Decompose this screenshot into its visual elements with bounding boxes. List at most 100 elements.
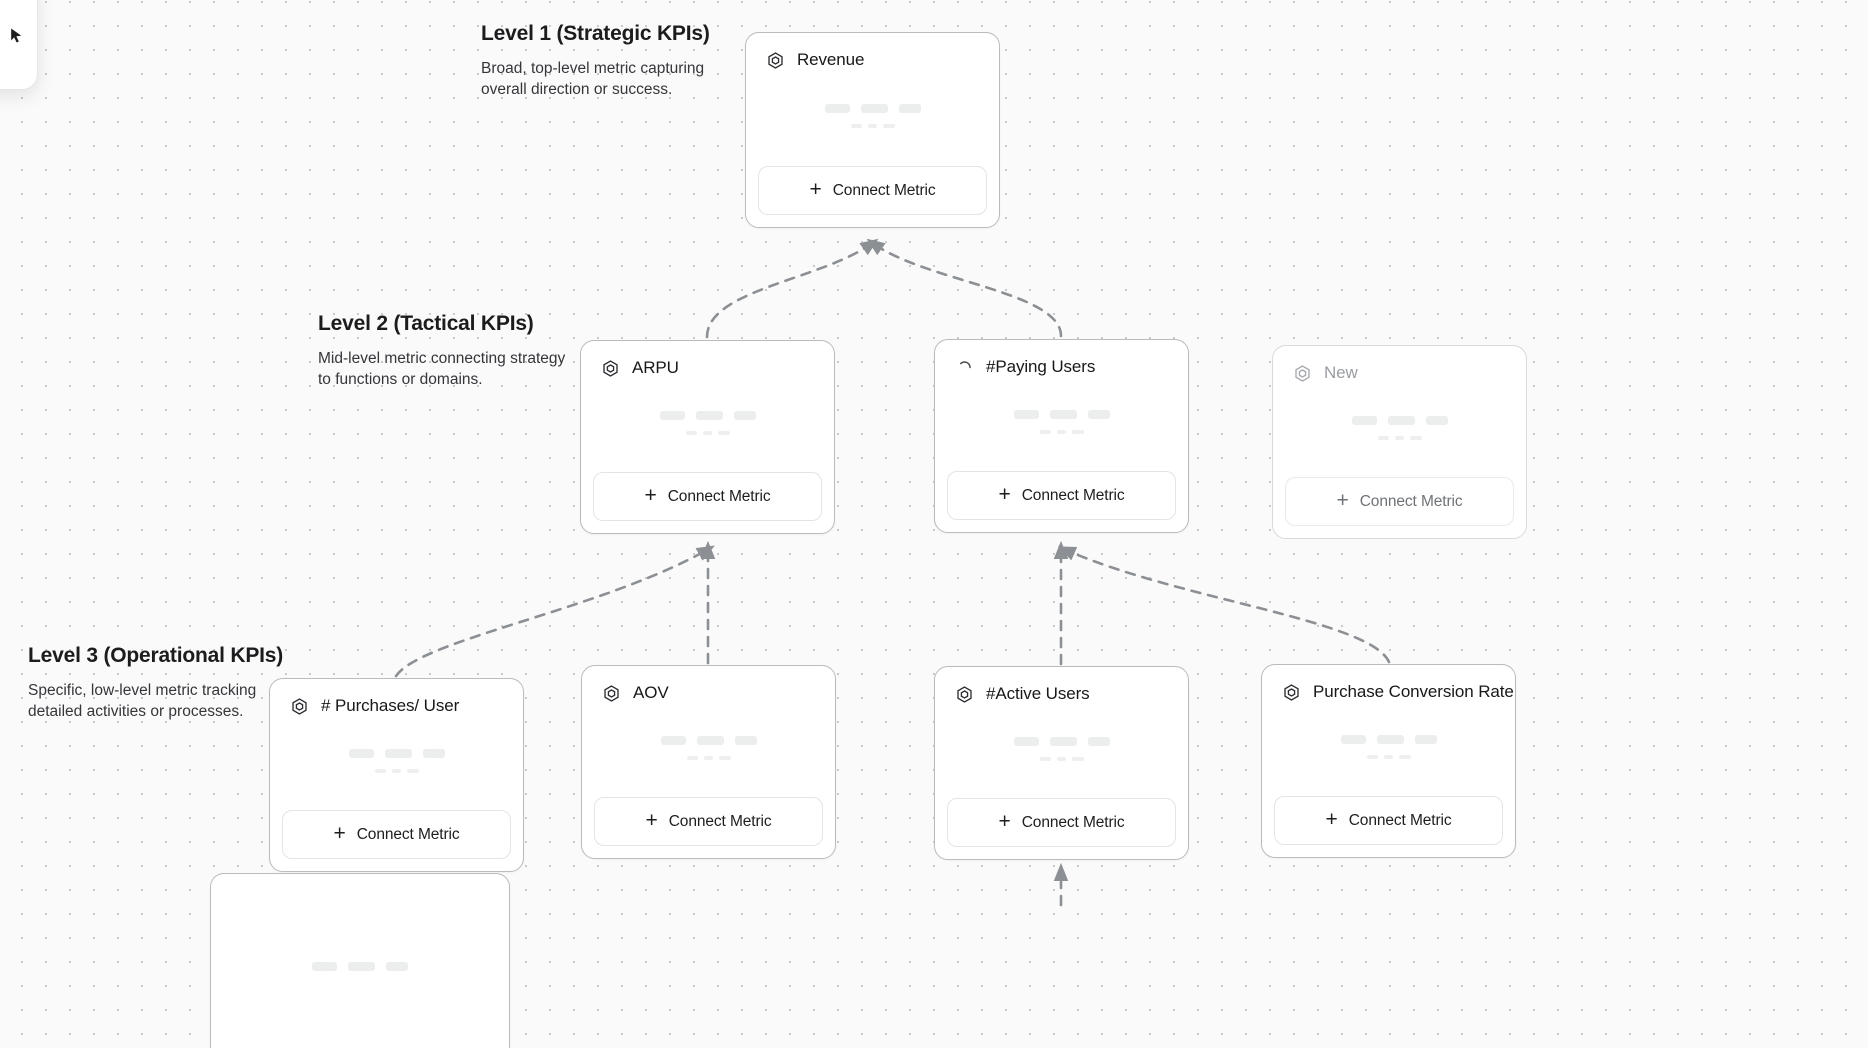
metric-card-partial-bottom[interactable] bbox=[210, 873, 510, 1048]
card-header: New bbox=[1273, 346, 1526, 383]
card-skeleton-body bbox=[581, 378, 834, 472]
skeleton-row-secondary bbox=[686, 756, 731, 760]
metric-card-aov[interactable]: AOV + Connect Metric bbox=[581, 665, 836, 859]
metric-card-purchase-conversion-rate[interactable]: Purchase Conversion Rate + Connect Metri… bbox=[1261, 664, 1516, 858]
skeleton-bar bbox=[702, 431, 712, 435]
plus-icon: + bbox=[333, 822, 346, 845]
connect-metric-button[interactable]: + Connect Metric bbox=[282, 810, 511, 859]
skeleton-bar bbox=[1039, 757, 1051, 761]
plus-icon: + bbox=[644, 484, 657, 507]
connect-metric-button[interactable]: + Connect Metric bbox=[1274, 796, 1503, 845]
hexagon-metric-icon bbox=[603, 359, 618, 377]
skeleton-row-primary bbox=[312, 961, 408, 971]
edge-paying-to-revenue bbox=[866, 238, 1063, 338]
skeleton-row-primary bbox=[1013, 737, 1110, 746]
floating-tool-panel[interactable] bbox=[0, 0, 38, 90]
connect-metric-button[interactable]: + Connect Metric bbox=[594, 797, 823, 846]
skeleton-bar bbox=[312, 961, 337, 971]
skeleton-bar bbox=[695, 411, 723, 420]
skeleton-bar bbox=[391, 769, 401, 773]
skeleton-row-primary bbox=[659, 411, 756, 420]
skeleton-bar bbox=[384, 749, 412, 758]
hexagon-metric-icon bbox=[292, 697, 307, 715]
card-title: Revenue bbox=[797, 50, 865, 69]
level-3-label-group: Level 3 (Operational KPIs) Specific, low… bbox=[28, 644, 283, 723]
card-skeleton-body bbox=[1262, 702, 1515, 796]
skeleton-bar bbox=[1340, 735, 1366, 744]
skeleton-bar bbox=[406, 769, 419, 773]
level-1-description: Broad, top-level metric capturing overal… bbox=[481, 60, 705, 99]
level-2-title: Level 2 (Tactical KPIs) bbox=[318, 312, 534, 335]
skeleton-row-primary bbox=[1351, 416, 1448, 425]
plus-icon: + bbox=[809, 178, 822, 201]
skeleton-bar bbox=[1056, 430, 1066, 434]
skeleton-bar bbox=[1013, 737, 1039, 746]
hexagon-metric-icon bbox=[604, 684, 619, 702]
connect-metric-button[interactable]: + Connect Metric bbox=[1285, 477, 1514, 526]
connect-metric-button[interactable]: + Connect Metric bbox=[947, 798, 1176, 847]
skeleton-bar bbox=[1414, 735, 1437, 744]
connect-metric-button[interactable]: + Connect Metric bbox=[947, 471, 1176, 520]
skeleton-bar bbox=[718, 756, 731, 760]
metric-card-active-users[interactable]: #Active Users + Connect Metric bbox=[934, 666, 1189, 860]
skeleton-bar bbox=[1383, 755, 1393, 759]
connect-metric-label: Connect Metric bbox=[1021, 813, 1125, 831]
metric-card-arpu[interactable]: ARPU + Connect Metric bbox=[580, 340, 835, 534]
skeleton-bar bbox=[1376, 735, 1404, 744]
metric-card-paying-users[interactable]: #Paying Users + Connect Metric bbox=[934, 339, 1189, 533]
skeleton-row-secondary bbox=[1366, 755, 1411, 759]
connect-metric-label: Connect Metric bbox=[1021, 486, 1125, 504]
card-skeleton-body bbox=[582, 703, 835, 797]
skeleton-row-primary bbox=[1340, 735, 1437, 744]
cursor-arrow-icon[interactable] bbox=[7, 26, 27, 46]
skeleton-bar bbox=[898, 104, 921, 113]
skeleton-bar bbox=[348, 749, 374, 758]
skeleton-bar bbox=[422, 749, 445, 758]
skeleton-row-secondary bbox=[1377, 436, 1422, 440]
plus-icon: + bbox=[1325, 808, 1338, 831]
skeleton-bar bbox=[1425, 416, 1448, 425]
connect-metric-button[interactable]: + Connect Metric bbox=[593, 472, 822, 521]
hexagon-metric-icon bbox=[1284, 683, 1299, 701]
skeleton-bar bbox=[374, 769, 386, 773]
skeleton-bar bbox=[733, 411, 756, 420]
plus-icon: + bbox=[645, 809, 658, 832]
skeleton-row-secondary bbox=[374, 769, 419, 773]
card-skeleton-body bbox=[935, 704, 1188, 798]
skeleton-bar bbox=[660, 736, 686, 745]
skeleton-bar bbox=[686, 756, 698, 760]
card-header: Revenue bbox=[746, 33, 999, 70]
skeleton-bar bbox=[1366, 755, 1378, 759]
skeleton-bar bbox=[1049, 410, 1077, 419]
connect-metric-label: Connect Metric bbox=[667, 487, 771, 505]
skeleton-bar bbox=[717, 431, 730, 435]
connect-metric-button[interactable]: + Connect Metric bbox=[758, 166, 987, 215]
card-header: # Purchases/ User bbox=[270, 679, 523, 716]
hexagon-metric-icon bbox=[957, 685, 972, 703]
skeleton-bar bbox=[1398, 755, 1411, 759]
card-title: #Paying Users bbox=[986, 357, 1096, 376]
card-skeleton-body bbox=[935, 377, 1188, 471]
connect-metric-label: Connect Metric bbox=[1348, 811, 1452, 829]
skeleton-bar bbox=[1394, 436, 1404, 440]
level-1-title: Level 1 (Strategic KPIs) bbox=[481, 22, 710, 45]
metric-card-purchases-per-user[interactable]: # Purchases/ User + Connect Metric bbox=[269, 678, 524, 872]
card-title: New bbox=[1324, 363, 1358, 382]
metric-card-revenue[interactable]: Revenue + Connect Metric bbox=[745, 32, 1000, 228]
skeleton-row-secondary bbox=[1039, 430, 1084, 434]
edge-arpu-to-revenue bbox=[705, 238, 879, 339]
card-header: #Active Users bbox=[935, 667, 1188, 704]
edge-purchases-to-arpu bbox=[394, 545, 715, 678]
skeleton-bar bbox=[850, 124, 862, 128]
skeleton-bar bbox=[1351, 416, 1377, 425]
skeleton-bar bbox=[1013, 410, 1039, 419]
skeleton-bar bbox=[659, 411, 685, 420]
level-1-label-group: Level 1 (Strategic KPIs) Broad, top-leve… bbox=[481, 22, 731, 101]
level-2-label-group: Level 2 (Tactical KPIs) Mid-level metric… bbox=[318, 312, 568, 391]
metric-card-new[interactable]: New + Connect Metric bbox=[1272, 345, 1527, 539]
level-2-description: Mid-level metric connecting strategy to … bbox=[318, 350, 566, 389]
skeleton-bar bbox=[1377, 436, 1389, 440]
skeleton-bar bbox=[1087, 737, 1110, 746]
skeleton-row-primary bbox=[348, 749, 445, 758]
